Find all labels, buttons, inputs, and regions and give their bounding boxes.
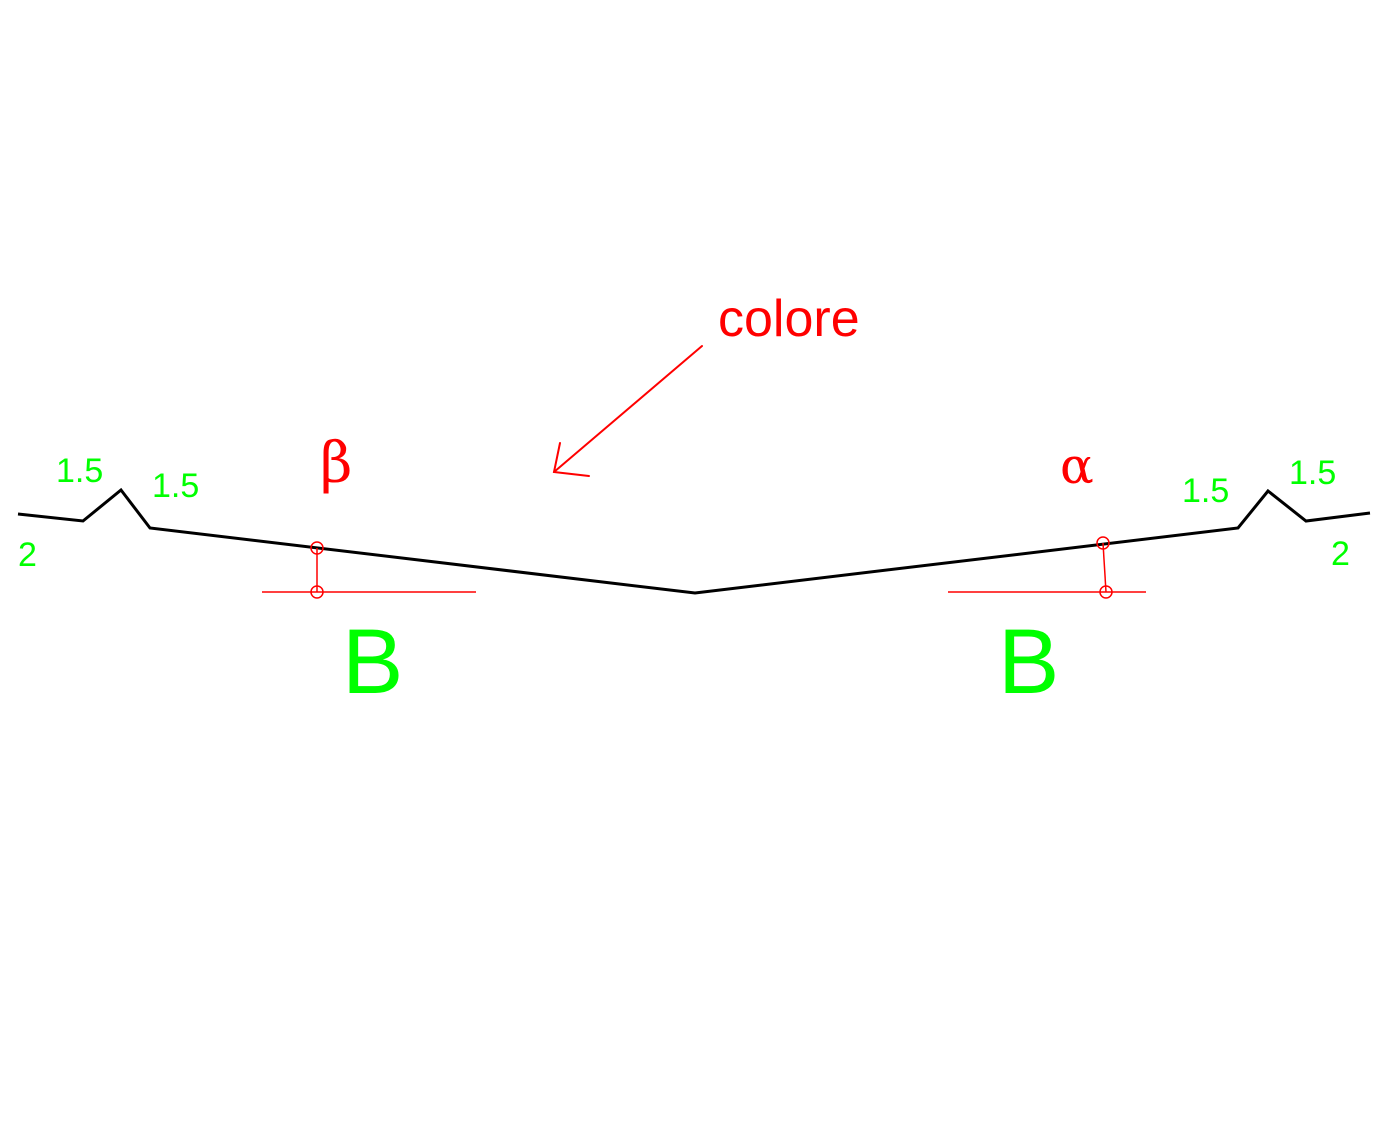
right-inner-slope-label: 1.5 (1182, 472, 1229, 510)
left-angle-construction (262, 541, 476, 599)
right-base-label: B (998, 611, 1059, 713)
left-base-label: B (342, 611, 403, 713)
left-edge-label: 2 (18, 536, 37, 574)
annotation-arrow (552, 345, 703, 477)
right-angle-construction (948, 536, 1146, 599)
left-outer-slope-label: 1.5 (56, 452, 103, 490)
right-angle-label: α (1060, 437, 1094, 495)
left-inner-slope-label: 1.5 (152, 467, 199, 505)
right-edge-label: 2 (1331, 535, 1350, 573)
left-angle-label: β (320, 431, 352, 496)
profile-line (17, 487, 1371, 595)
right-outer-slope-label: 1.5 (1289, 454, 1336, 492)
annotation-label: colore (718, 290, 860, 348)
